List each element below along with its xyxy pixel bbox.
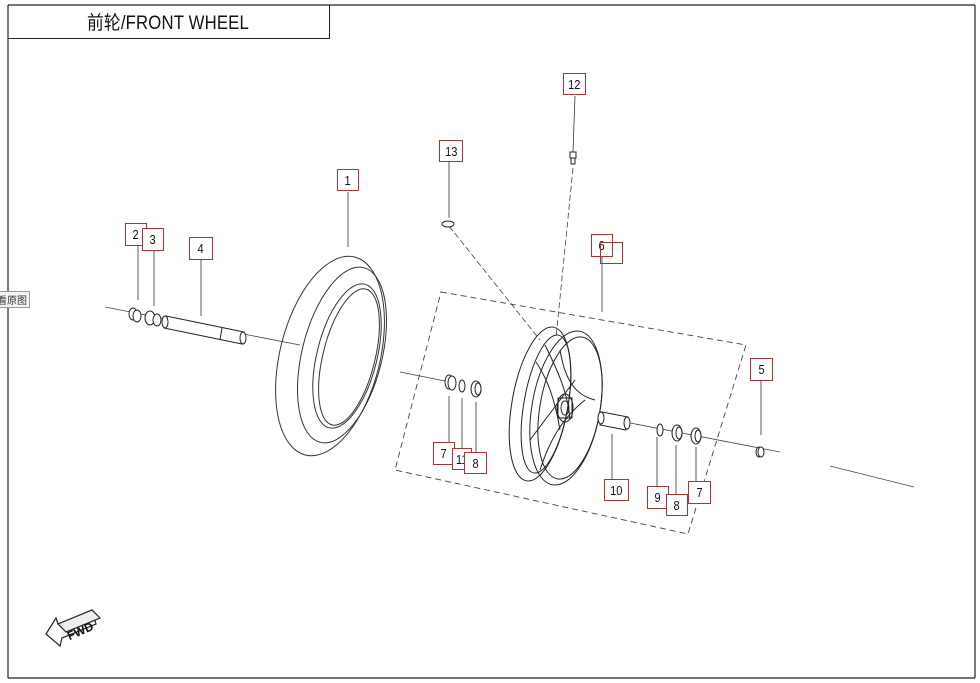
- callout-8-right: 8: [666, 494, 688, 516]
- callout-1: 1: [337, 169, 359, 191]
- collar: [144, 310, 162, 327]
- axle-nut: [128, 307, 142, 323]
- callout-6-tail: [600, 242, 623, 264]
- view-original-label: 看原图: [0, 296, 27, 307]
- forward-arrow-icon: FWD: [45, 609, 102, 648]
- bearing-left: [444, 374, 482, 398]
- view-original-tab[interactable]: 看原图: [0, 291, 30, 308]
- callout-10: 10: [604, 479, 629, 501]
- callout-4: 4: [189, 237, 213, 260]
- right-collar: [755, 446, 765, 458]
- callout-6: 6: [591, 234, 613, 257]
- valve-cap: [569, 151, 577, 165]
- callout-12: 12: [563, 73, 586, 95]
- title-block: 前轮/FRONT WHEEL: [8, 5, 330, 39]
- callout-5: 5: [750, 358, 773, 381]
- rim: [508, 326, 603, 486]
- callout-3: 3: [142, 228, 164, 251]
- callout-13: 13: [439, 140, 463, 162]
- hub-spacer: [597, 411, 631, 431]
- front-axle: [161, 315, 247, 345]
- callout-8-left: 8: [464, 452, 487, 474]
- callout-7-right: 7: [688, 481, 711, 504]
- balance-weight: [441, 220, 455, 228]
- page-title: 前轮/FRONT WHEEL: [87, 13, 250, 34]
- tire: [275, 255, 388, 457]
- bearing-right: [656, 423, 702, 445]
